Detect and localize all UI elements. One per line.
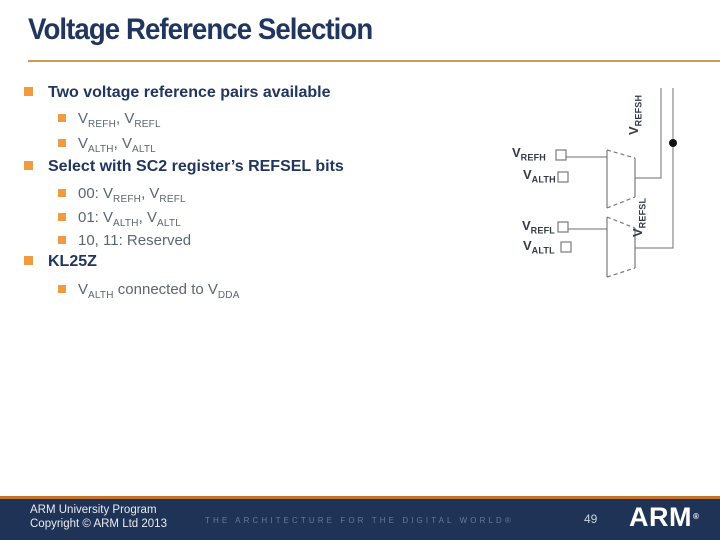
bullet-text: Two voltage reference pairs available	[48, 84, 331, 101]
title-underline	[28, 60, 720, 62]
bullet-text: VALTH, VALTL	[78, 135, 156, 155]
bullet-item: VALTH connected to VDDA	[58, 281, 240, 301]
arm-logo: ARM®	[629, 502, 700, 532]
bullet-square-icon	[58, 213, 66, 221]
bullet-square-icon	[24, 256, 33, 265]
arm-tagline: THE ARCHITECTURE FOR THE DIGITAL WORLD®	[205, 516, 514, 525]
vrefh-input-label: VREFH	[512, 145, 546, 163]
bullet-item: Select with SC2 register’s REFSEL bits	[24, 158, 344, 176]
bullet-text: 10, 11: Reserved	[78, 232, 192, 249]
page-number: 49	[584, 512, 598, 526]
bullet-item: 01: VALTH, VALTL	[58, 209, 181, 229]
bullet-text: KL25Z	[48, 253, 97, 270]
bullet-square-icon	[24, 87, 33, 96]
bullet-square-icon	[58, 285, 66, 293]
bullet-square-icon	[24, 161, 33, 170]
valth-input-label: VALTH	[523, 167, 556, 185]
bullet-text: VALTH connected to VDDA	[78, 281, 240, 301]
voltage-reference-mux-diagram: VREFH VALTH VREFL VALTL VREFSH VREFSL	[500, 80, 720, 280]
valtl-input-label: VALTL	[523, 238, 555, 256]
vrefl-input-label: VREFL	[522, 218, 555, 236]
bullet-square-icon	[58, 114, 66, 122]
arm-logo-text: ARM	[629, 502, 692, 532]
slide-title: Voltage Reference Selection	[28, 13, 373, 46]
vrefsh-output-label: VREFSH	[626, 94, 644, 135]
bullet-item: KL25Z	[24, 253, 97, 271]
copyright-line: Copyright © ARM Ltd 2013	[30, 518, 167, 530]
bullet-text: 00: VREFH, VREFL	[78, 185, 186, 205]
bullet-text: VREFH, VREFL	[78, 110, 161, 130]
registered-mark-icon: ®	[693, 512, 700, 521]
bullet-item: VALTH, VALTL	[58, 135, 156, 155]
mux-diagram-lines	[555, 88, 677, 278]
bullet-text: Select with SC2 register’s REFSEL bits	[48, 158, 344, 175]
bullet-item: 00: VREFH, VREFL	[58, 185, 186, 205]
bullet-square-icon	[58, 139, 66, 147]
bullet-square-icon	[58, 189, 66, 197]
bullet-item: Two voltage reference pairs available	[24, 84, 331, 102]
bullet-item: VREFH, VREFL	[58, 110, 161, 130]
bullet-text: 01: VALTH, VALTL	[78, 209, 181, 229]
vrefsl-output-label: VREFSL	[630, 197, 648, 237]
program-line: ARM University Program	[30, 504, 157, 516]
bullet-item: 10, 11: Reserved	[58, 232, 192, 249]
bullet-square-icon	[58, 236, 66, 244]
